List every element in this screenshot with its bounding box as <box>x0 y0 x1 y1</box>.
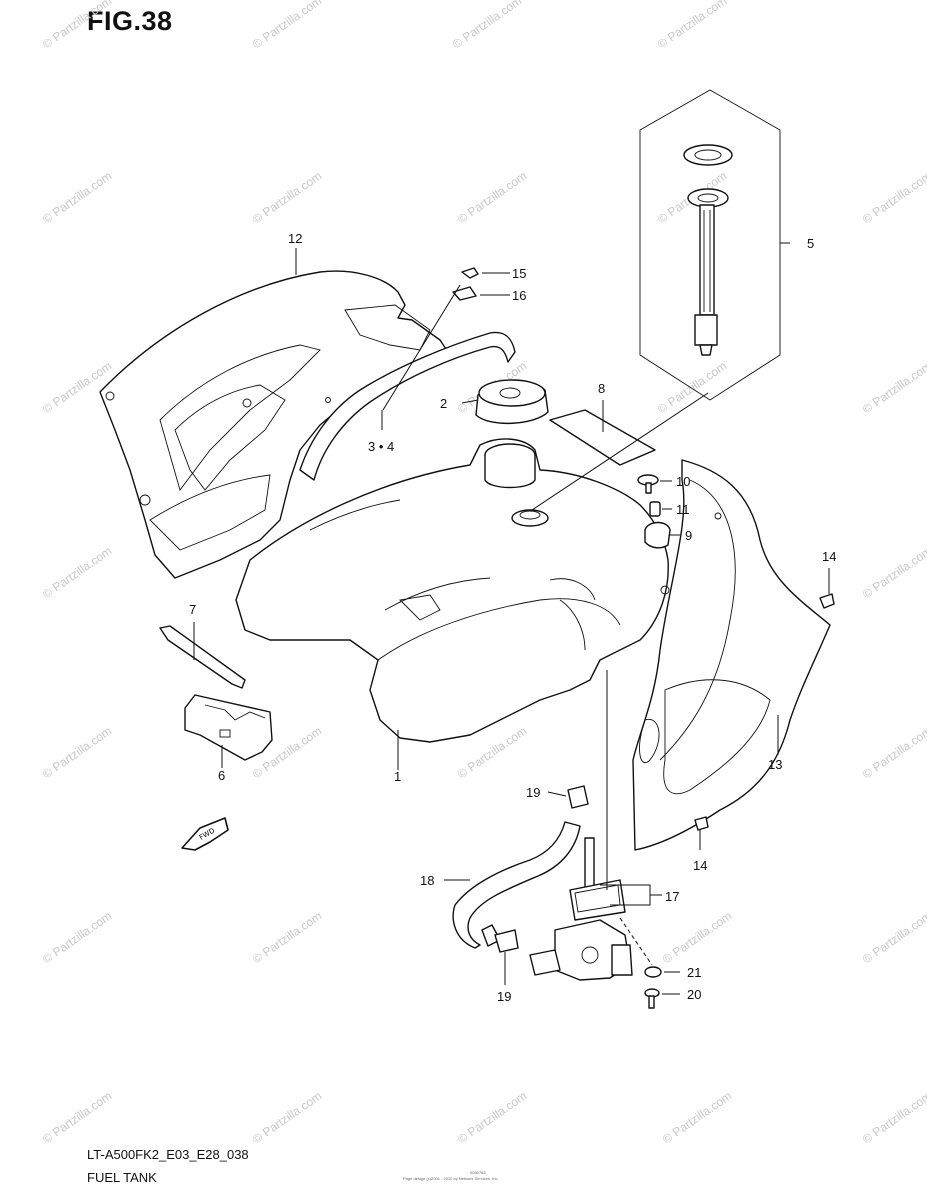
part-12-front-cover[interactable] <box>99 270 449 579</box>
callout-2: 2 <box>440 396 447 411</box>
part-2-fuel-cap[interactable] <box>475 379 549 425</box>
part-15-clip[interactable] <box>461 267 479 279</box>
callout-9: 9 <box>685 528 692 543</box>
callout-8: 8 <box>598 381 605 396</box>
callout-11: 11 <box>676 502 690 517</box>
callout-15: 15 <box>512 266 526 281</box>
part-16-clip[interactable] <box>452 286 477 301</box>
part-5-fuel-level-gauge[interactable] <box>639 89 781 401</box>
callout-10: 10 <box>676 474 690 489</box>
callout-21: 21 <box>687 965 701 980</box>
callout-17: 17 <box>665 889 679 904</box>
part-9-grommet[interactable] <box>644 521 671 549</box>
callout-18: 18 <box>420 873 434 888</box>
callout-12: 12 <box>288 231 302 246</box>
part-11-collar[interactable] <box>649 501 661 517</box>
callout-20: 20 <box>687 987 701 1002</box>
part-1-fuel-tank[interactable] <box>235 438 670 743</box>
part-7-tie-wrap[interactable] <box>159 625 246 689</box>
callout-19-upper: 19 <box>526 785 540 800</box>
part-19-hose-clamp[interactable] <box>494 929 519 953</box>
part-20-screw[interactable] <box>644 988 660 1009</box>
callout-6: 6 <box>218 768 225 783</box>
part-21-washer[interactable] <box>644 966 662 978</box>
part-3-4-breather-hose[interactable] <box>299 331 516 481</box>
part-13-side-cover[interactable] <box>632 459 831 851</box>
part-19-hose-clamp[interactable] <box>567 785 589 809</box>
figure-title: FIG.38 <box>87 6 173 36</box>
part-10-bolt[interactable] <box>637 474 659 494</box>
part-14-screw[interactable] <box>694 816 709 831</box>
callout-13: 13 <box>768 757 782 772</box>
callout-7: 7 <box>189 602 196 617</box>
callout-1: 1 <box>394 769 401 784</box>
part-6-clamp[interactable] <box>184 694 273 761</box>
callout-14-lower: 14 <box>693 858 707 873</box>
callout-3-4: 3 • 4 <box>368 439 394 454</box>
part-14-screw[interactable] <box>819 593 835 609</box>
section-name: FUEL TANK <box>87 1170 157 1185</box>
leader-lines <box>193 242 830 995</box>
callout-16: 16 <box>512 288 526 303</box>
part-8-label[interactable] <box>549 409 656 466</box>
callout-14-upper: 14 <box>822 549 836 564</box>
callouts: 12 15 16 2 3 • 4 5 8 10 11 9 14 7 13 6 1… <box>189 231 836 1004</box>
fine-print-copyright: Page design (c)2001 - 2010 by Network Se… <box>403 1176 499 1181</box>
part-17-fuel-valve[interactable] <box>529 837 633 981</box>
fine-print-code: 0050763 <box>470 1170 486 1175</box>
callout-19-lower: 19 <box>497 989 511 1004</box>
callout-5: 5 <box>807 236 814 251</box>
forward-direction-arrow: FWD <box>181 817 229 851</box>
part-18-fuel-hose[interactable] <box>452 821 581 949</box>
model-code: LT-A500FK2_E03_E28_038 <box>87 1147 249 1162</box>
